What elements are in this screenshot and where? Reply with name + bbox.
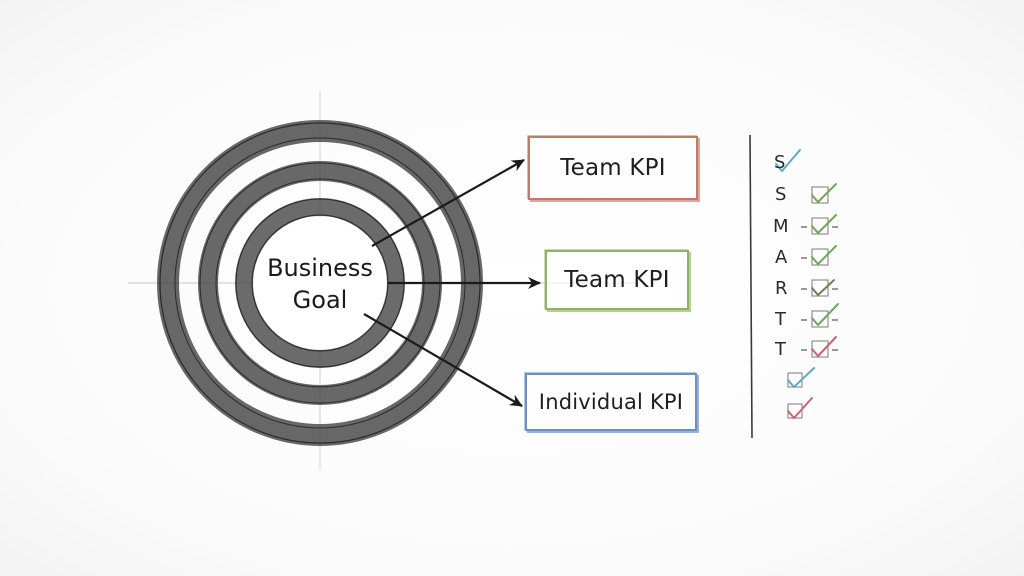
business-goal-line-2: Goal [292, 286, 348, 314]
smart-letter-s: S [774, 152, 786, 173]
checkmark-icon [811, 245, 837, 265]
checkbox [811, 310, 829, 328]
team-kpi-label-1: Team KPI [560, 155, 666, 181]
arrow-to-kpi-3 [363, 313, 523, 407]
checkmark-icon [811, 303, 839, 326]
team-kpi-box-2: Team KPI [545, 250, 689, 310]
checkmark-icon [775, 149, 801, 172]
smart-letter-t: T [775, 309, 786, 330]
smart-checkboxes [787, 186, 829, 419]
business-goal-line-1: Business [267, 254, 373, 282]
team-kpi-box-1: Team KPI [528, 136, 698, 200]
individual-kpi-box: Individual KPI [525, 373, 697, 431]
smart-checks [775, 149, 839, 419]
business-goal-label: Business Goal [246, 252, 394, 316]
smart-letter-a: A [775, 247, 788, 268]
smart-letter-s-2: S [775, 184, 787, 205]
smart-dashes [801, 226, 838, 351]
smart-letter-t-2: T [775, 339, 786, 360]
checkmark-icon [811, 183, 837, 203]
checkmark-icon [787, 367, 815, 388]
individual-kpi-label: Individual KPI [538, 390, 684, 414]
checkmark-icon [811, 279, 835, 296]
smart-divider [749, 134, 753, 439]
arrow-to-kpi-1 [371, 159, 525, 247]
smart-letter-r: R [775, 278, 788, 299]
team-kpi-label-2: Team KPI [564, 267, 670, 293]
checkmark-icon [787, 397, 813, 419]
smart-letter-m: M [773, 216, 789, 237]
checkmark-icon [811, 214, 837, 234]
checkmark-icon [811, 336, 837, 357]
bullseye-center [254, 217, 386, 349]
